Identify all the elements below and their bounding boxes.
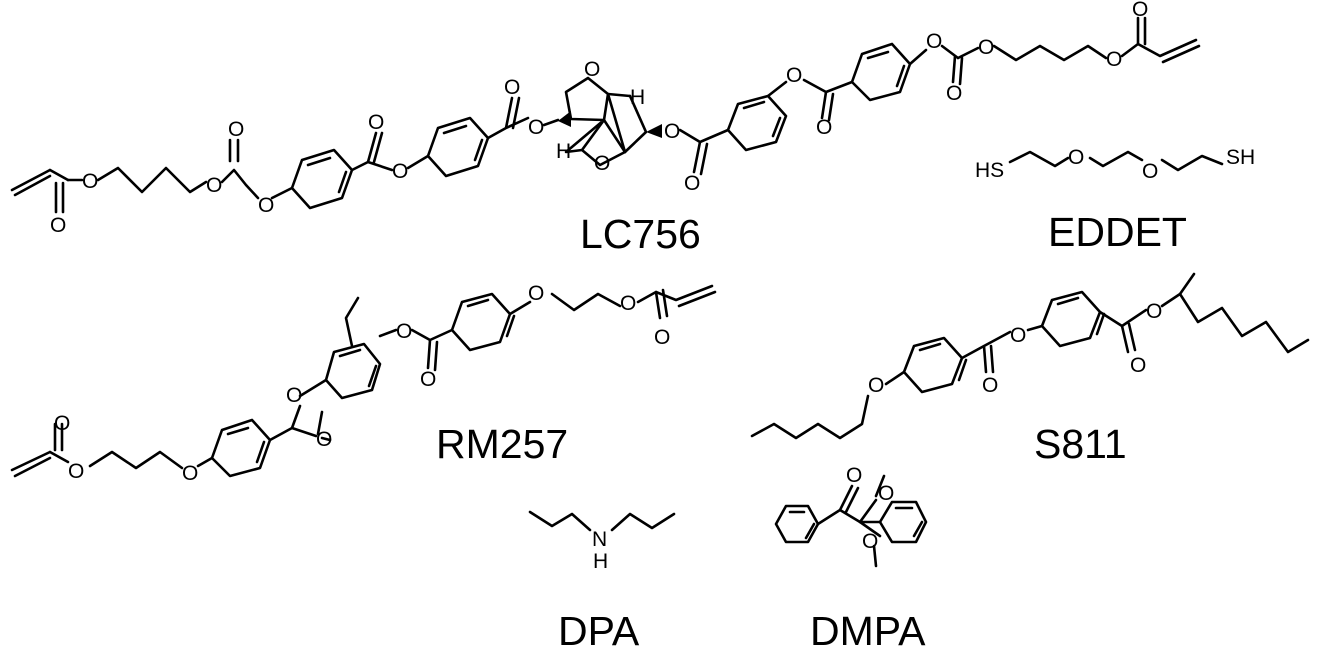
dmpa-label: DMPA <box>810 608 926 654</box>
eddet-structure: HS O O SH <box>975 146 1255 183</box>
lc756-hydrogen: H <box>630 86 645 109</box>
dmpa-oxygen: O <box>878 482 894 505</box>
lc756-oxygen: O <box>206 174 222 197</box>
dpa-nitrogen: N <box>592 528 607 551</box>
rm257-oxygen: O <box>54 412 70 435</box>
lc756-hydrogen: H <box>556 140 571 163</box>
s811-oxygen: O <box>1130 354 1146 377</box>
lc756-oxygen: O <box>1106 48 1122 71</box>
eddet-oxygen: O <box>1142 160 1158 183</box>
eddet-sh: SH <box>1226 146 1255 169</box>
rm257-oxygen: O <box>316 428 332 451</box>
rm257-oxygen: O <box>286 384 302 407</box>
dpa-label: DPA <box>558 608 640 654</box>
rm257-oxygen: O <box>620 292 636 315</box>
lc756-oxygen: O <box>392 160 408 183</box>
lc756-oxygen: O <box>946 82 962 105</box>
s811-oxygen: O <box>982 374 998 397</box>
rm257-structure: O O O O O O O O O O <box>10 282 717 485</box>
s811-structure: O O O O O <box>750 272 1310 440</box>
rm257-label: RM257 <box>436 421 568 467</box>
lc756-oxygen: O <box>926 30 942 53</box>
lc756-oxygen: O <box>594 152 610 175</box>
rm257-oxygen: O <box>68 460 84 483</box>
eddet-label: EDDET <box>1048 209 1187 255</box>
dmpa-structure: O O O <box>774 464 928 568</box>
lc756-oxygen: O <box>1132 0 1148 21</box>
rm257-oxygen: O <box>420 368 436 391</box>
lc756-oxygen: O <box>816 116 832 139</box>
lc756-oxygen: O <box>82 170 98 193</box>
s811-oxygen: O <box>1010 324 1026 347</box>
dpa-structure: N H <box>528 510 676 573</box>
lc756-oxygen: O <box>684 172 700 195</box>
dmpa-oxygen: O <box>846 464 862 487</box>
lc756-oxygen: O <box>50 214 66 237</box>
lc756-oxygen: O <box>528 116 544 139</box>
lc756-oxygen: O <box>228 118 244 141</box>
lc756-structure: O O O O O O O O O O O H H O O O O O O O … <box>10 0 1201 237</box>
rm257-oxygen: O <box>396 320 412 343</box>
rm257-oxygen: O <box>182 462 198 485</box>
eddet-hs: HS <box>975 159 1004 182</box>
lc756-oxygen: O <box>368 111 384 134</box>
lc756-oxygen: O <box>978 36 994 59</box>
dpa-hydrogen: H <box>593 550 608 573</box>
lc756-oxygen: O <box>786 64 802 87</box>
s811-label: S811 <box>1034 421 1127 467</box>
s811-oxygen: O <box>868 374 884 397</box>
rm257-oxygen: O <box>528 282 544 305</box>
lc756-oxygen: O <box>258 194 274 217</box>
eddet-oxygen: O <box>1068 146 1084 169</box>
s811-oxygen: O <box>1146 300 1162 323</box>
lc756-oxygen: O <box>664 120 680 143</box>
lc756-oxygen: O <box>504 76 520 99</box>
dmpa-oxygen: O <box>862 530 878 553</box>
lc756-oxygen: O <box>584 58 600 81</box>
rm257-oxygen: O <box>654 326 670 349</box>
lc756-label: LC756 <box>580 211 701 257</box>
